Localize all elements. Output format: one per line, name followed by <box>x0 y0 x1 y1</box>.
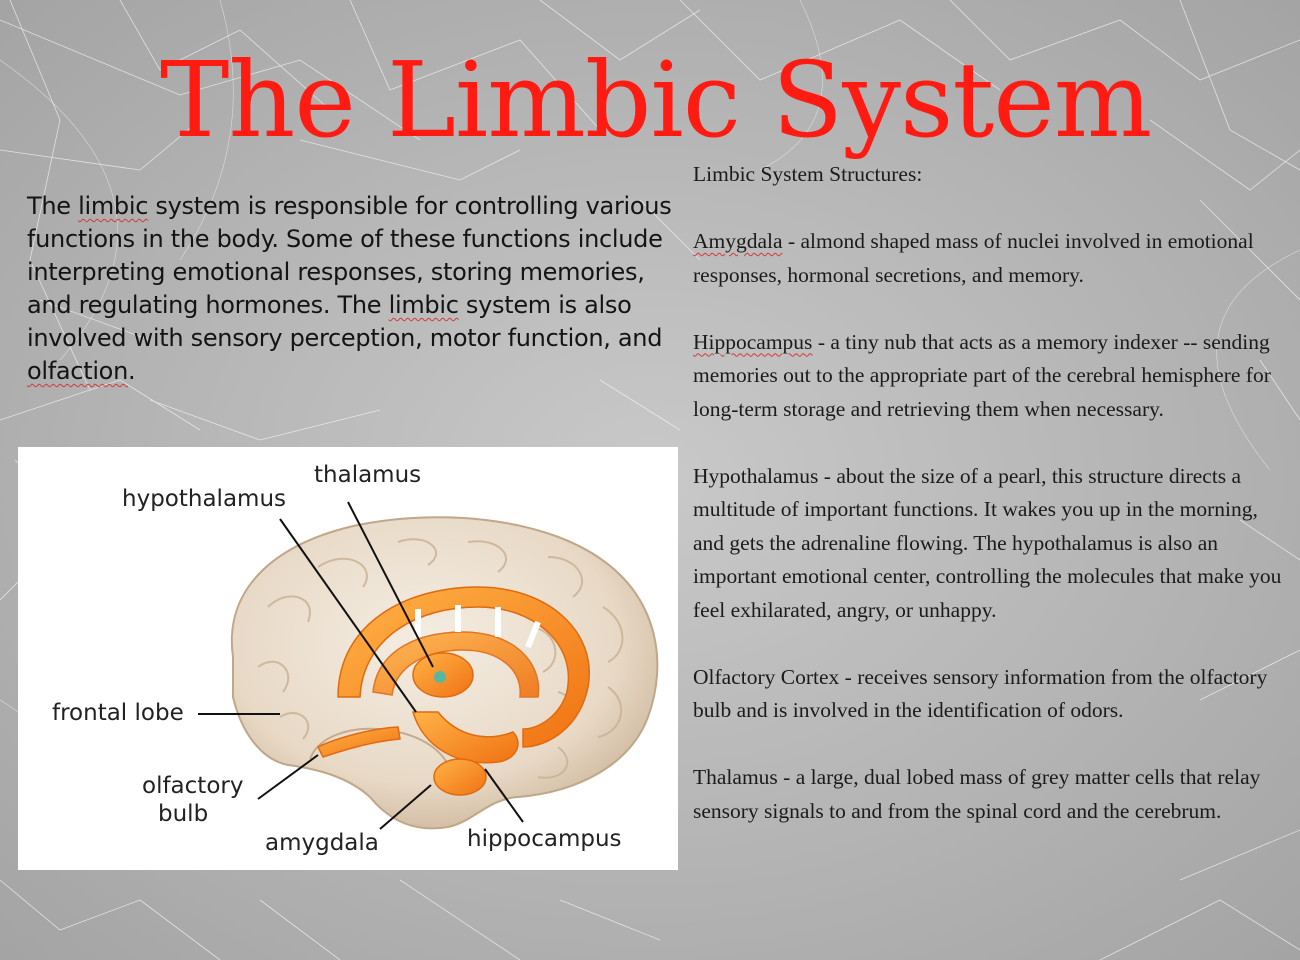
intro-paragraph: The limbic system is responsible for con… <box>27 190 677 388</box>
brain-illustration <box>198 501 659 830</box>
structure-desc: - receives sensory information from the … <box>693 664 1268 723</box>
structure-name: Amygdala <box>693 229 783 253</box>
intro-text-3: system is also involved with sensory per… <box>27 291 663 352</box>
intro-word-olfaction: olfaction <box>27 357 128 385</box>
label-amygdala: amygdala <box>265 830 379 856</box>
structure-thalamus: Thalamus - a large, dual lobed mass of g… <box>693 761 1293 828</box>
structure-amygdala: Amygdala - almond shaped mass of nuclei … <box>693 225 1293 292</box>
structure-desc: - a large, dual lobed mass of grey matte… <box>693 765 1261 823</box>
label-olfactory-line2: bulb <box>158 801 209 827</box>
structures-list: Limbic System Structures: Amygdala - alm… <box>693 158 1293 862</box>
label-frontal-lobe: frontal lobe <box>52 700 184 726</box>
intro-word-limbic: limbic <box>78 192 149 220</box>
thalamus-leader <box>347 501 434 668</box>
brain-diagram: thalamus hypothalamus frontal lobe olfac… <box>18 447 678 870</box>
hippocampus-leader <box>484 768 524 823</box>
structure-name: Olfactory Cortex <box>693 664 840 689</box>
intro-text-2: system is responsible for controlling va… <box>27 192 672 319</box>
structure-desc: - a tiny nub that acts as a memory index… <box>693 329 1271 421</box>
label-olfactory-line1: olfactory <box>142 773 244 799</box>
structure-desc: - almond shaped mass of nuclei involved … <box>693 229 1254 287</box>
intro-text-1: The <box>27 192 79 220</box>
intro-text-4: . <box>127 357 136 385</box>
amygdala-leader <box>379 784 432 830</box>
structure-desc: - about the size of a pearl, this struct… <box>693 463 1282 622</box>
page-title: The Limbic System <box>160 39 1152 161</box>
structures-heading: Limbic System Structures: <box>693 162 923 186</box>
structure-name: Hippocampus <box>693 329 813 354</box>
label-thalamus: thalamus <box>314 462 422 488</box>
structure-hippocampus: Hippocampus - a tiny nub that acts as a … <box>693 326 1293 427</box>
olfactory-bulb-leader <box>257 754 319 800</box>
label-hippocampus: hippocampus <box>467 826 622 852</box>
hypothalamus-leader <box>279 518 417 713</box>
intro-word-limbic-2: limbic <box>388 291 459 319</box>
label-hypothalamus: hypothalamus <box>122 486 286 512</box>
structure-hypothalamus: Hypothalamus - about the size of a pearl… <box>693 460 1293 628</box>
structure-name: Thalamus <box>693 765 778 789</box>
structure-name: Hypothalamus <box>693 463 819 488</box>
structure-olfactory-cortex: Olfactory Cortex - receives sensory info… <box>693 661 1293 728</box>
